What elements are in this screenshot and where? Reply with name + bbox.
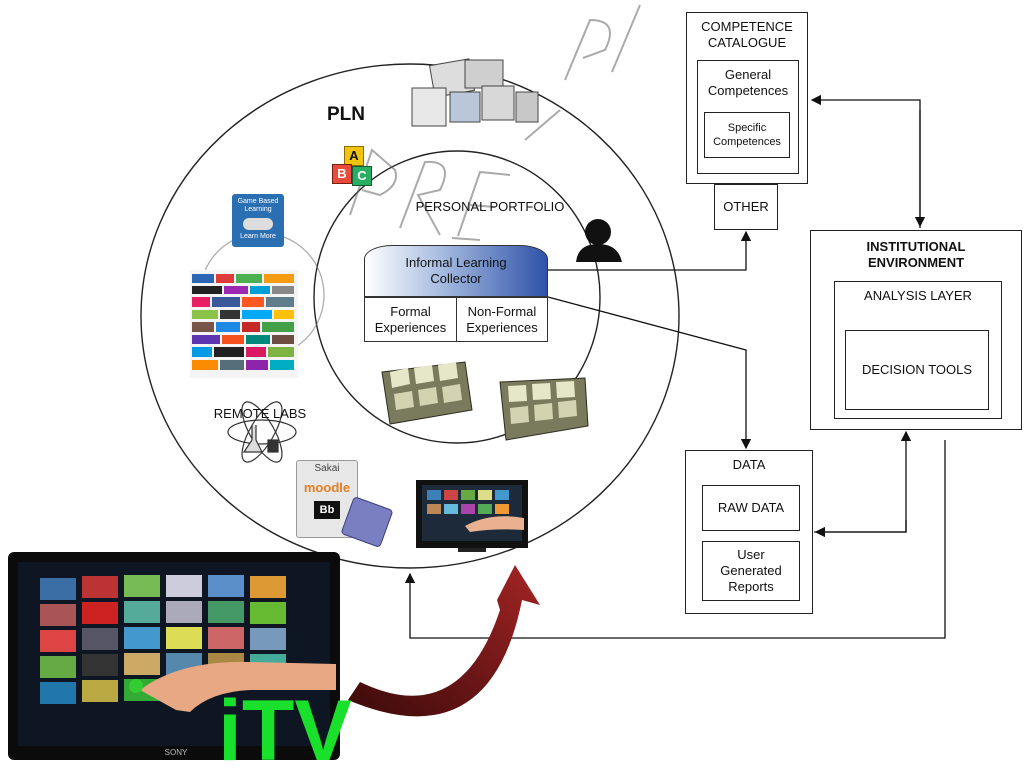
gamepad-icon — [243, 218, 273, 230]
abc-blocks-icon: A B C — [330, 146, 376, 188]
game-based-line1: Game Based — [237, 198, 279, 205]
analysis-layer-label: ANALYSIS LAYER — [864, 288, 972, 303]
user-generated-reports-box: User Generated Reports — [702, 541, 800, 601]
competence-catalogue-title: COMPETENCE CATALOGUE — [701, 19, 793, 50]
file-cabinet-icon-2 — [499, 377, 589, 441]
game-based-line3: Learn More — [240, 233, 276, 240]
block-a: A — [344, 146, 364, 166]
institutional-environment-title: INSTITUTIONAL ENVIRONMENT — [866, 239, 966, 270]
remote-labs-label: REMOTE LABS — [213, 406, 307, 421]
other-box: OTHER — [714, 184, 778, 230]
curved-arrow-icon — [348, 565, 540, 717]
devices-image — [411, 58, 539, 127]
arrow-collector-data — [547, 296, 752, 450]
person-icon — [576, 219, 622, 262]
informal-learning-collector: Informal Learning Collector — [364, 245, 548, 297]
arrow-collector-other — [548, 230, 752, 271]
moodle-logo: moodle — [303, 480, 351, 495]
tv-brand-label: SONY — [164, 748, 188, 757]
sakai-logo: Sakai — [314, 463, 340, 474]
general-competences-label: General Competences — [707, 67, 789, 98]
arrow-institutional-data — [814, 520, 907, 538]
arrow-feedback-pln — [404, 440, 946, 639]
file-cabinet-icon — [381, 361, 473, 425]
non-formal-experiences-box: Non-Formal Experiences — [456, 297, 548, 342]
data-title: DATA — [732, 457, 766, 472]
formal-experiences-box: Formal Experiences — [364, 297, 457, 342]
itv-label: iTV — [218, 683, 352, 779]
arrow-data-institutional — [814, 430, 912, 533]
watermark-graphic — [349, 4, 641, 241]
raw-data-box: RAW DATA — [702, 485, 800, 531]
web-logos-collage — [190, 270, 298, 378]
itv-television — [8, 552, 340, 760]
personal-portfolio-label: PERSONAL PORTFOLIO — [415, 199, 565, 214]
specific-competences-box: Specific Competences — [704, 112, 790, 158]
pln-title: PLN — [327, 104, 365, 125]
atom-icon — [227, 401, 297, 463]
block-c: C — [352, 166, 372, 186]
blackboard-logo: Bb — [314, 501, 340, 519]
decision-tools-box: DECISION TOOLS — [845, 330, 989, 410]
arrow-competence-institutional — [810, 94, 921, 228]
portfolio-circle — [313, 150, 601, 444]
game-based-line2: Learning — [244, 206, 272, 213]
game-based-learning-badge: Game Based Learning Learn More — [232, 194, 284, 247]
small-tv-image — [416, 480, 528, 552]
block-b: B — [332, 164, 352, 184]
